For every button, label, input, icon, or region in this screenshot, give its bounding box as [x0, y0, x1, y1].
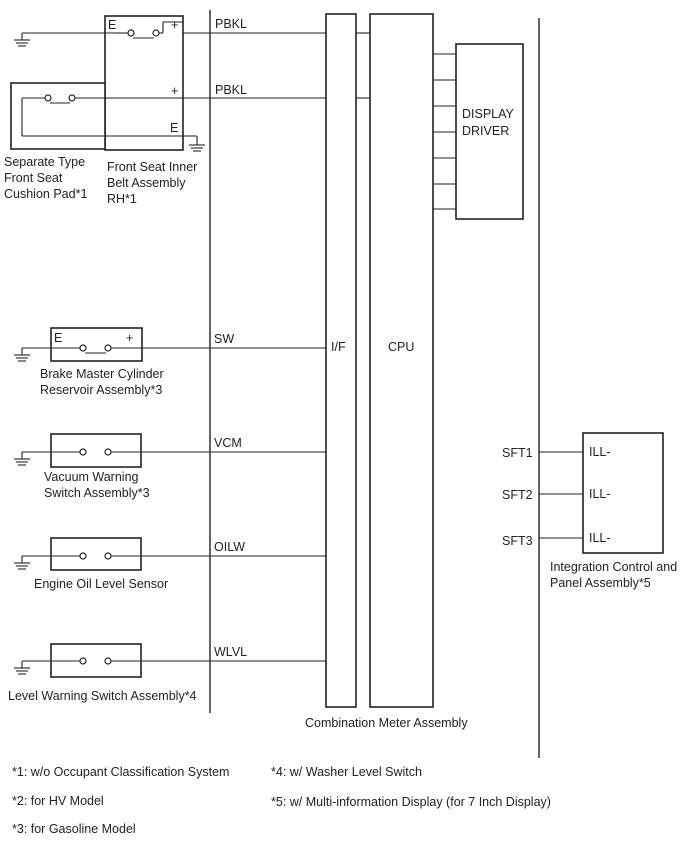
oilw-label: OILW	[214, 540, 245, 554]
display-driver-box	[455, 43, 524, 220]
brake-reservoir-label-2: Reservoir Assembly*3	[40, 383, 162, 397]
interface-label: I/F	[331, 340, 346, 354]
cushion-pad-label-3: Cushion Pad*1	[4, 187, 87, 201]
level-switch-contacts	[22, 657, 326, 665]
pbkl-label-1: PBKL	[215, 17, 247, 31]
oil-sensor-label: Engine Oil Level Sensor	[34, 577, 168, 591]
cpu-label: CPU	[388, 340, 414, 354]
inner-belt-terminal-plus-top: +	[171, 18, 178, 32]
ill-label-2: ILL-	[589, 487, 611, 501]
pbkl-label-2: PBKL	[215, 83, 247, 97]
ground-symbol	[14, 661, 30, 675]
footnote-2: *2: for HV Model	[12, 794, 104, 808]
vacuum-switch-contacts	[22, 448, 326, 456]
inner-belt-terminal-e: E	[108, 18, 116, 32]
integration-panel-label-2: Panel Assembly*5	[550, 576, 651, 590]
inner-belt-label-2: Belt Assembly	[107, 176, 186, 190]
integration-panel-label-1: Integration Control and	[550, 560, 677, 574]
vacuum-switch-label-2: Switch Assembly*3	[44, 486, 150, 500]
ill-label-1: ILL-	[589, 445, 611, 459]
inner-belt-terminal-e-bottom: E	[170, 121, 178, 135]
inner-belt-label-3: RH*1	[107, 192, 137, 206]
footnote-1: *1: w/o Occupant Classification System	[12, 765, 229, 779]
display-driver-label-1: DISPLAY	[462, 107, 515, 121]
oil-sensor-contacts	[22, 552, 326, 560]
cushion-pad-label-2: Front Seat	[4, 171, 63, 185]
ground-symbol	[14, 348, 30, 362]
sft1-label: SFT1	[502, 446, 533, 460]
interface-block	[325, 13, 357, 708]
ground-symbol	[14, 556, 30, 570]
cpu-block	[369, 13, 434, 708]
vacuum-switch-label-1: Vacuum Warning	[44, 470, 139, 484]
display-driver-label-2: DRIVER	[462, 124, 509, 138]
footnote-5: *5: w/ Multi-information Display (for 7 …	[271, 795, 551, 809]
inner-belt-switch	[114, 21, 183, 39]
brake-terminal-plus: +	[126, 331, 133, 345]
integration-panel-box	[582, 432, 664, 554]
sw-label: SW	[214, 332, 234, 346]
sft3-label: SFT3	[502, 534, 533, 548]
ill-label-3: ILL-	[589, 531, 611, 545]
ground-symbol	[14, 33, 30, 47]
brake-switch	[22, 344, 326, 354]
brake-terminal-e: E	[54, 331, 62, 345]
vcm-label: VCM	[214, 436, 242, 450]
cushion-pad-switch	[21, 94, 197, 137]
brake-reservoir-label-1: Brake Master Cylinder	[40, 367, 164, 381]
inner-belt-terminal-plus-mid: +	[171, 84, 178, 98]
cushion-pad-box	[10, 82, 106, 150]
level-switch-label: Level Warning Switch Assembly*4	[8, 689, 197, 703]
cushion-pad-label-1: Separate Type	[4, 155, 85, 169]
ground-symbol	[189, 136, 205, 152]
sft2-label: SFT2	[502, 488, 533, 502]
wlvl-label: WLVL	[214, 645, 247, 659]
ground-symbol	[14, 452, 30, 466]
cpu-display-bus	[433, 53, 456, 210]
footnote-3: *3: for Gasoline Model	[12, 822, 136, 836]
inner-belt-label-1: Front Seat Inner	[107, 160, 197, 174]
combination-meter-label: Combination Meter Assembly	[305, 716, 468, 730]
vacuum-switch-box	[50, 433, 142, 468]
oil-sensor-box	[50, 537, 142, 571]
brake-reservoir-box	[50, 327, 143, 362]
footnote-4: *4: w/ Washer Level Switch	[271, 765, 422, 779]
